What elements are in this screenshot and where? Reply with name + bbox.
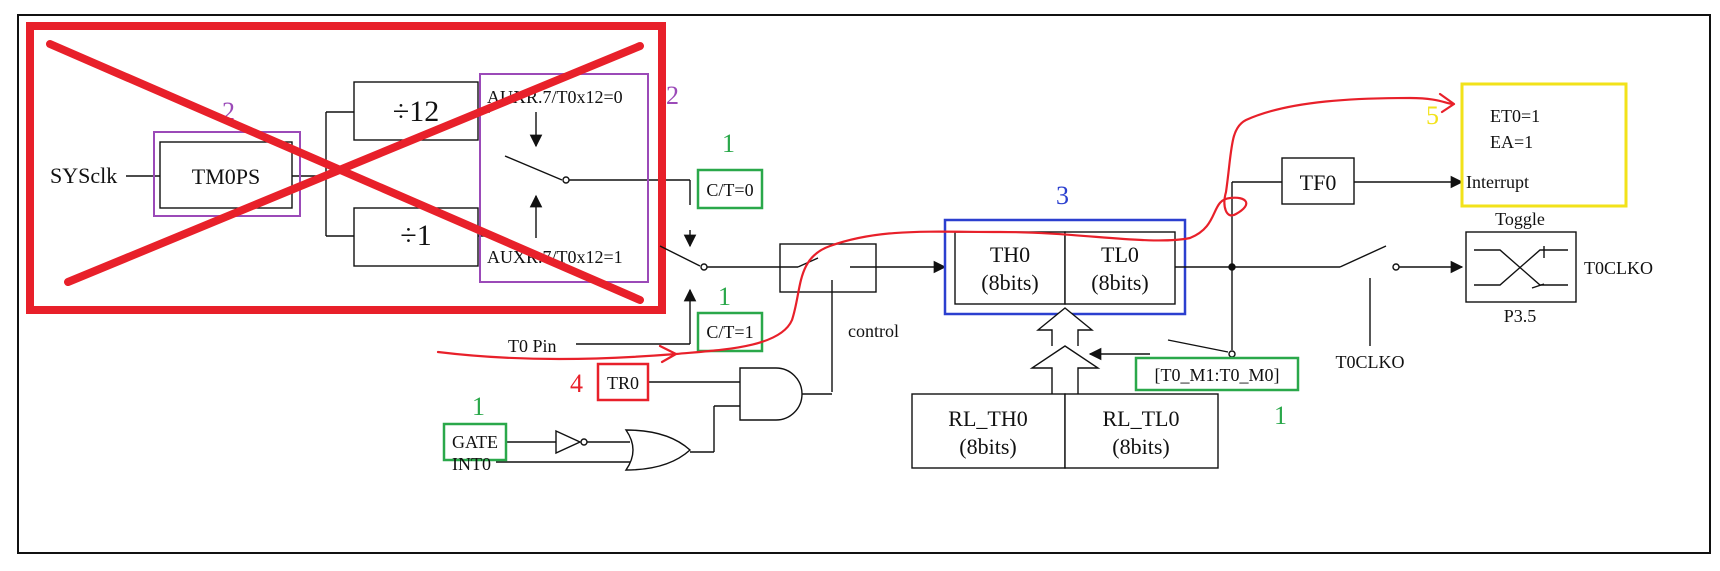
reload-arrow bbox=[1029, 307, 1101, 394]
t0clko-switch bbox=[1339, 245, 1387, 268]
tm0ps-label: TM0PS bbox=[192, 164, 260, 189]
rl-tl0-box bbox=[1064, 393, 1219, 469]
gate-logic bbox=[496, 367, 832, 471]
rl-tl0-bits-label: (8bits) bbox=[1112, 434, 1169, 459]
control-label: control bbox=[848, 321, 899, 341]
th0-label: TH0 bbox=[990, 242, 1030, 267]
p35-label: P3.5 bbox=[1504, 306, 1537, 326]
ct-switch-section bbox=[576, 230, 947, 392]
div12-label: ÷12 bbox=[393, 95, 439, 128]
ea-label: EA=1 bbox=[1490, 132, 1533, 152]
t0clko-ctrl-label: T0CLKO bbox=[1336, 352, 1405, 372]
annotation-2-right: 2 bbox=[666, 81, 679, 110]
tr0-box bbox=[596, 362, 650, 402]
int0-label: INT0 bbox=[452, 454, 491, 474]
t0clko-out-label: T0CLKO bbox=[1584, 258, 1653, 278]
gate-label: GATE bbox=[452, 432, 498, 452]
ct1-label: C/T=1 bbox=[706, 322, 753, 342]
toggle-box bbox=[1465, 231, 1577, 303]
toggle-label: Toggle bbox=[1495, 209, 1545, 229]
prescaler-section bbox=[126, 81, 691, 267]
annotation-3: 3 bbox=[1056, 181, 1069, 210]
output-section bbox=[1175, 157, 1577, 346]
mode-label: [T0_M1:T0_M0] bbox=[1155, 365, 1280, 385]
prescaler-switch bbox=[504, 155, 563, 181]
rl-th0-bits-label: (8bits) bbox=[959, 434, 1016, 459]
tm0ps-box bbox=[159, 141, 293, 209]
annotation-4: 4 bbox=[570, 369, 583, 398]
tf0-label: TF0 bbox=[1300, 170, 1337, 195]
gate-box bbox=[442, 422, 508, 462]
th0-bits-label: (8bits) bbox=[981, 270, 1038, 295]
annotation-1-ct1: 1 bbox=[718, 282, 731, 311]
ct-switch bbox=[659, 245, 701, 267]
interrupt-enable-box bbox=[1460, 82, 1628, 208]
rl-tl0-label: RL_TL0 bbox=[1103, 406, 1180, 431]
sysclk-label: SYSclk bbox=[50, 163, 117, 188]
mode-switch bbox=[1167, 339, 1229, 353]
div1-label: ÷1 bbox=[400, 219, 431, 252]
ct0-label: C/T=0 bbox=[706, 180, 753, 200]
annotation-1-mode: 1 bbox=[1274, 401, 1287, 430]
annotation-1-gate: 1 bbox=[472, 392, 485, 421]
signal-path-trace bbox=[436, 92, 1456, 364]
rl-th0-label: RL_TH0 bbox=[948, 406, 1027, 431]
not-gate bbox=[555, 429, 582, 455]
interrupt-label: Interrupt bbox=[1466, 172, 1529, 192]
div1-box bbox=[353, 207, 479, 267]
and-gate bbox=[739, 367, 803, 421]
et0-label: ET0=1 bbox=[1490, 106, 1540, 126]
annotation-1-ct0: 1 bbox=[722, 129, 735, 158]
control-gate-box bbox=[779, 243, 877, 293]
tl0-label: TL0 bbox=[1101, 242, 1139, 267]
tr0-label: TR0 bbox=[607, 373, 639, 393]
tl0-box bbox=[1064, 231, 1176, 305]
prescaler-crossout bbox=[26, 22, 666, 314]
tl0-bits-label: (8bits) bbox=[1091, 270, 1148, 295]
annotation-5: 5 bbox=[1426, 101, 1439, 130]
mode-switch-section bbox=[1088, 267, 1236, 361]
mode-box bbox=[1134, 356, 1300, 392]
ct0-box bbox=[696, 168, 764, 210]
or-gate bbox=[624, 429, 692, 471]
diagram-frame bbox=[17, 14, 1711, 554]
tf0-box bbox=[1281, 157, 1355, 205]
t0-pin-label: T0 Pin bbox=[508, 336, 557, 356]
